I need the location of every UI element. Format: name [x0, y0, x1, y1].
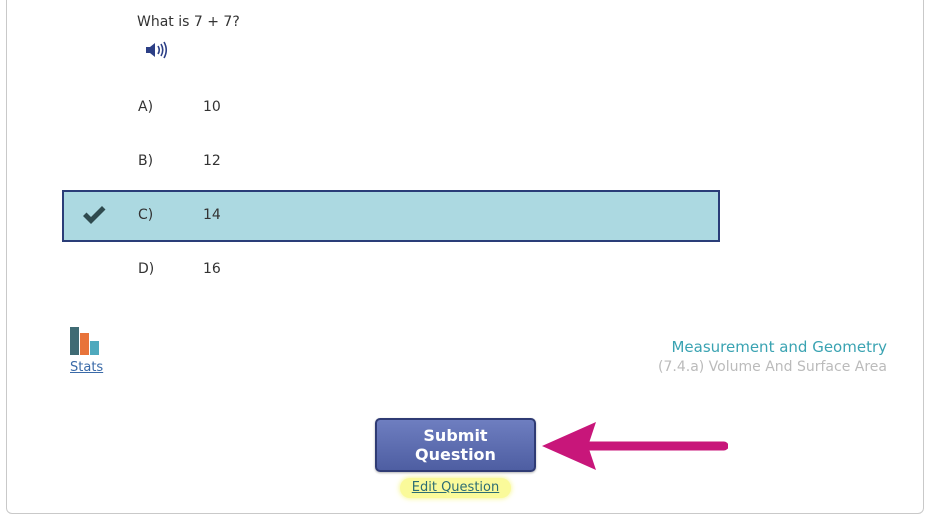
option-b[interactable]: B) 12 [62, 136, 720, 188]
checkmark-icon [83, 206, 106, 224]
option-value: 12 [203, 153, 221, 169]
stats-link[interactable]: Stats [70, 360, 104, 375]
topic-title: Measurement and Geometry [671, 338, 887, 356]
option-value: 14 [203, 207, 221, 223]
option-c[interactable]: C) 14 [62, 190, 720, 242]
option-value: 16 [203, 261, 221, 277]
arrow-pointer-icon [542, 422, 728, 470]
bar-chart-icon[interactable] [70, 327, 102, 355]
option-letter: C) [138, 207, 154, 223]
option-letter: A) [138, 99, 154, 115]
speaker-icon[interactable] [144, 40, 168, 60]
option-value: 10 [203, 99, 221, 115]
option-letter: D) [138, 261, 155, 277]
edit-question-link[interactable]: Edit Question [400, 478, 511, 498]
option-a[interactable]: A) 10 [62, 82, 720, 134]
standard-label: (7.4.a) Volume And Surface Area [658, 359, 887, 375]
option-letter: B) [138, 153, 154, 169]
submit-question-button[interactable]: Submit Question [375, 418, 536, 472]
option-d[interactable]: D) 16 [62, 244, 720, 296]
question-text: What is 7 + 7? [137, 14, 240, 30]
